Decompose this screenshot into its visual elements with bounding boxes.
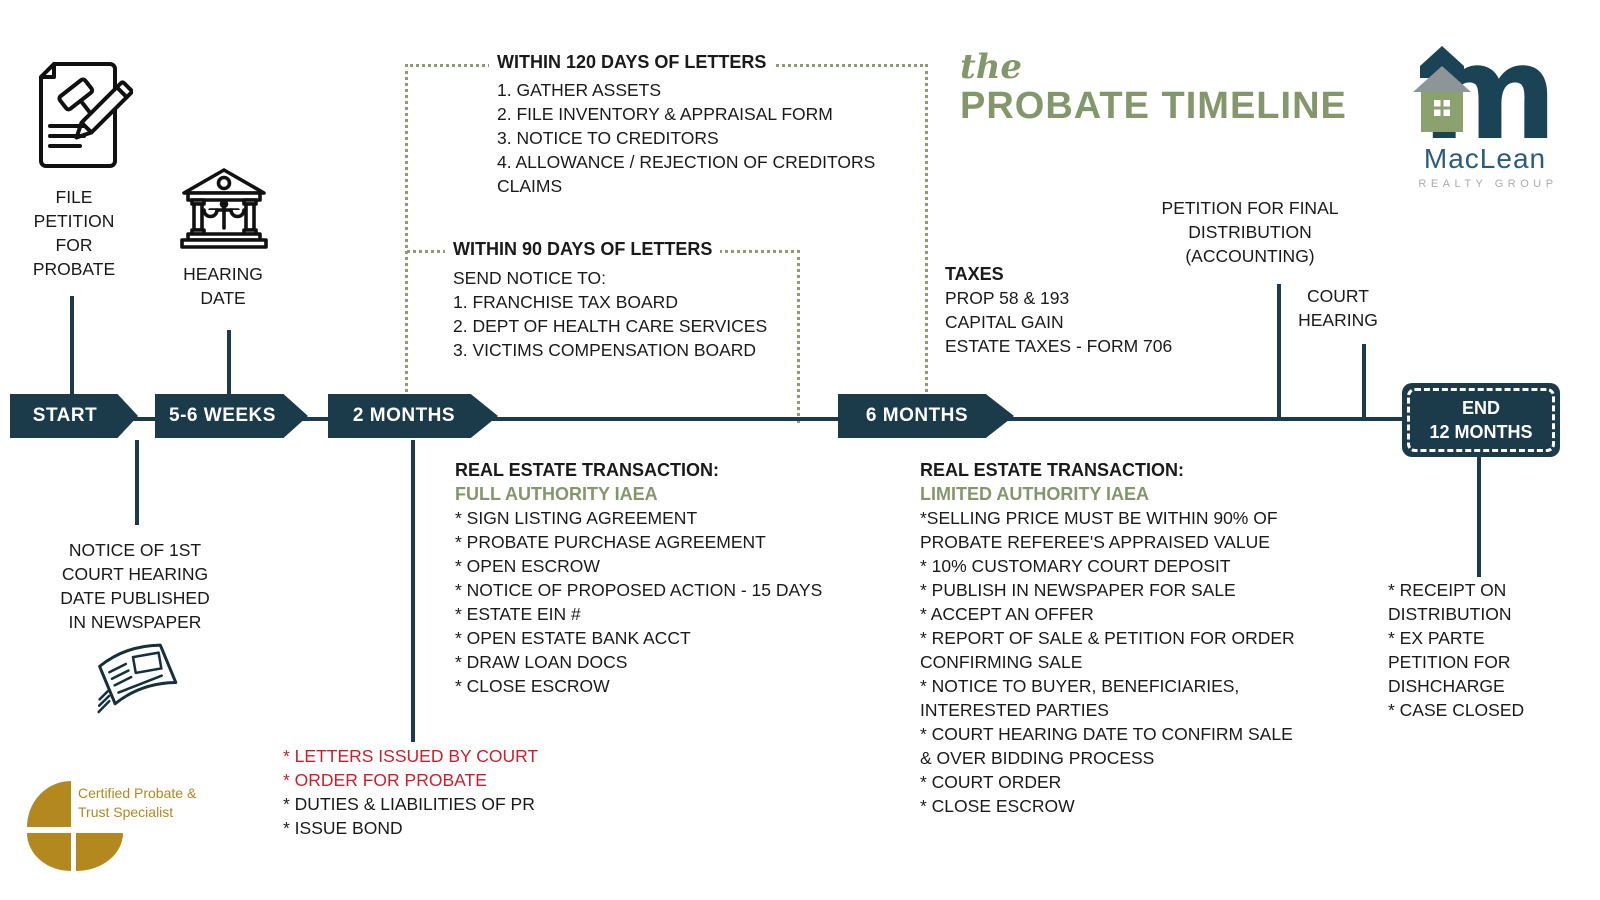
taxes-title: TAXES: [945, 264, 1004, 284]
letters-issued-block: * LETTERS ISSUED BY COURT * ORDER FOR PRO…: [283, 744, 583, 840]
full-authority-title: REAL ESTATE TRANSACTION:: [455, 460, 719, 480]
limited-authority-title: REAL ESTATE TRANSACTION:: [920, 460, 1184, 480]
connector-court-hearing: [1362, 344, 1366, 419]
list-item: * NOTICE TO BUYER, BENEFICIARIES, INTERE…: [920, 676, 1240, 720]
logo-maclean-text: MacLean: [1424, 143, 1546, 174]
cpts-petal-bottom-left-icon: [27, 833, 71, 871]
logo-house-body: [1421, 92, 1463, 132]
list-item: * LETTERS ISSUED BY COURT: [283, 746, 539, 766]
list-item: * OPEN ESCROW: [455, 556, 600, 576]
list-item: * CLOSE ESCROW: [920, 796, 1075, 816]
timeline-node-end: END 12 MONTHS: [1402, 383, 1560, 457]
list-item: *SELLING PRICE MUST BE WITHIN 90% OF PRO…: [920, 508, 1278, 552]
page-title: the PROBATE TIMELINE: [960, 50, 1347, 130]
connector-hearing-date: [227, 330, 231, 398]
title-the: the: [960, 47, 1023, 87]
courthouse-icon: [180, 168, 268, 249]
file-petition-icon: [39, 62, 133, 168]
timeline-node-6-months: 6 MONTHS: [838, 394, 1014, 438]
newspaper-icon: [97, 643, 178, 714]
timeline-axis: [118, 417, 1416, 421]
within-120-days-list: 1. GATHER ASSETS 2. FILE INVENTORY & APPR…: [497, 78, 897, 198]
timeline-node-2-months: 2 MONTHS: [328, 394, 498, 438]
connector-end-closing: [1477, 457, 1481, 577]
list-item: * PROBATE PURCHASE AGREEMENT: [455, 532, 766, 552]
list-item: PROP 58 & 193: [945, 288, 1070, 308]
end-label-line2: 12 MONTHS: [1429, 422, 1533, 442]
list-item: CAPITAL GAIN: [945, 312, 1064, 332]
end-label-line1: END: [1461, 397, 1500, 418]
list-item: * CASE CLOSED: [1388, 700, 1525, 720]
within-120-days-title: WITHIN 120 DAYS OF LETTERS: [489, 52, 775, 73]
full-authority-subtitle: FULL AUTHORITY IAEA: [455, 484, 658, 504]
within-90-days-title: WITHIN 90 DAYS OF LETTERS: [445, 239, 721, 260]
list-item: * DUTIES & LIABILITIES OF PR: [283, 794, 535, 814]
logo-roof-peak: [1420, 46, 1464, 78]
list-item: 3. VICTIMS COMPENSATION BOARD: [453, 340, 757, 360]
cpts-petal-bottom-right-icon: [76, 833, 123, 871]
list-item: * RECEIPT ON DISTRIBUTION: [1388, 580, 1512, 624]
full-authority-block: REAL ESTATE TRANSACTION: FULL AUTHORITY …: [455, 458, 855, 698]
connector-petition-final: [1277, 284, 1281, 419]
list-item: ESTATE TAXES - FORM 706: [945, 336, 1173, 356]
list-item: * COURT ORDER: [920, 772, 1062, 792]
milestone-hearing-date: HEARING DATE: [183, 264, 263, 308]
limited-authority-subtitle: LIMITED AUTHORITY IAEA: [920, 484, 1149, 504]
connector-file-petition: [70, 296, 74, 398]
milestone-court-hearing: COURT HEARING: [1298, 286, 1378, 330]
limited-authority-list: *SELLING PRICE MUST BE WITHIN 90% OF PRO…: [920, 506, 1302, 818]
list-item: * COURT HEARING DATE TO CONFIRM SALE & O…: [920, 724, 1293, 768]
title-main: PROBATE TIMELINE: [960, 85, 1347, 127]
list-item: * 10% CUSTOMARY COURT DEPOSIT: [920, 556, 1231, 576]
maclean-realty-logo: m MacLean REALTY GROUP: [1413, 34, 1557, 190]
limited-authority-block: REAL ESTATE TRANSACTION: LIMITED AUTHORI…: [920, 458, 1302, 818]
list-item: 1. GATHER ASSETS: [497, 80, 662, 100]
closing-block: * RECEIPT ON DISTRIBUTION* EX PARTE PETI…: [1388, 578, 1546, 722]
logo-house-roof: [1413, 66, 1471, 92]
list-item: * ORDER FOR PROBATE: [283, 770, 487, 790]
letters-black-list: * DUTIES & LIABILITIES OF PR * ISSUE BOND: [283, 792, 583, 840]
connector-notice: [135, 440, 139, 525]
list-item: * ISSUE BOND: [283, 818, 403, 838]
list-item: 1. FRANCHISE TAX BOARD: [453, 292, 678, 312]
milestone-file-petition: FILE PETITION FOR PROBATE: [32, 187, 116, 279]
milestone-petition-final: PETITION FOR FINAL DISTRIBUTION (ACCOUNT…: [1161, 198, 1339, 266]
timeline-node-start: START: [10, 394, 138, 438]
list-item: * CLOSE ESCROW: [455, 676, 610, 696]
list-item: * REPORT OF SALE & PETITION FOR ORDER CO…: [920, 628, 1295, 672]
list-item: SEND NOTICE TO:: [453, 268, 606, 288]
list-item: 2. DEPT OF HEALTH CARE SERVICES: [453, 316, 768, 336]
list-item: 2. FILE INVENTORY & APPRAISAL FORM: [497, 104, 833, 124]
end-dashed-border: [1407, 388, 1555, 452]
full-authority-list: * SIGN LISTING AGREEMENT * PROBATE PURCHA…: [455, 506, 855, 698]
list-item: * NOTICE OF PROPOSED ACTION - 15 DAYS: [455, 580, 823, 600]
list-item: * ACCEPT AN OFFER: [920, 604, 1094, 624]
list-item: 3. NOTICE TO CREDITORS: [497, 128, 719, 148]
list-item: * DRAW LOAN DOCS: [455, 652, 628, 672]
timeline-node-5-6-weeks: 5-6 WEEKS: [155, 394, 308, 438]
cpts-petal-top-icon: [27, 781, 71, 827]
letters-red-list: * LETTERS ISSUED BY COURT * ORDER FOR PRO…: [283, 744, 583, 792]
list-item: * SIGN LISTING AGREEMENT: [455, 508, 698, 528]
cpts-label: Certified Probate & Trust Specialist: [78, 785, 197, 820]
list-item: 4. ALLOWANCE / REJECTION OF CREDITORS CL…: [497, 152, 876, 196]
within-90-days-list: SEND NOTICE TO: 1. FRANCHISE TAX BOARD 2. …: [453, 266, 813, 362]
list-item: * EX PARTE PETITION FOR DISHCHARGE: [1388, 628, 1511, 696]
list-item: * ESTATE EIN #: [455, 604, 581, 624]
logo-realty-group-text: REALTY GROUP: [1418, 178, 1557, 190]
milestone-notice-published: NOTICE OF 1ST COURT HEARING DATE PUBLISH…: [60, 540, 210, 632]
list-item: * OPEN ESTATE BANK ACCT: [455, 628, 691, 648]
connector-letters: [411, 440, 415, 742]
list-item: * PUBLISH IN NEWSPAPER FOR SALE: [920, 580, 1236, 600]
